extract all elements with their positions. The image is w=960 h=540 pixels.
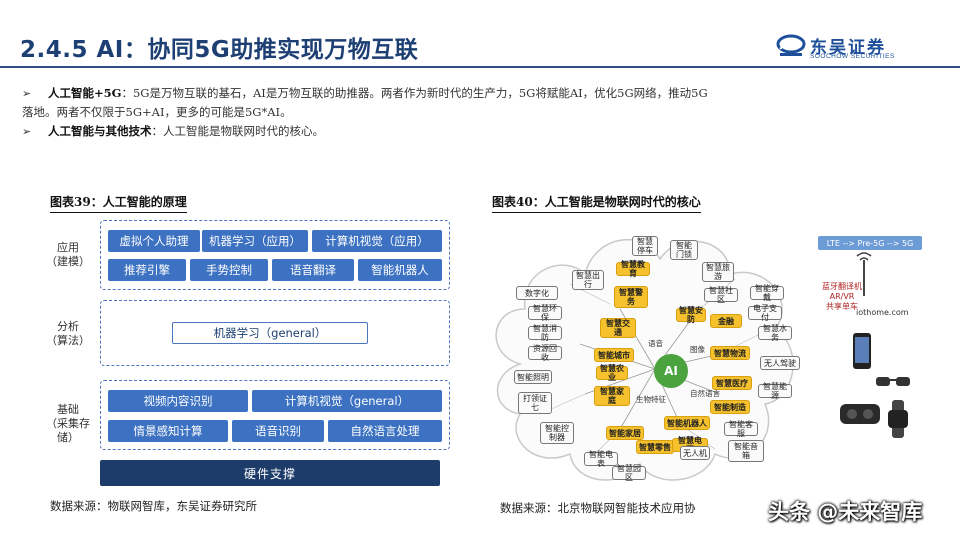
arrow-bullet-icon: ➢ [22, 87, 32, 100]
yellow-node: 智能家居 [606, 426, 644, 440]
logo-subtitle: SOOCHOW SECURITIES [810, 53, 895, 60]
gray-node: 智慧社区 [704, 286, 738, 304]
algo-layer-box [100, 300, 450, 366]
app-item: 计算机视觉（应用） [312, 230, 442, 252]
spoke-label: 图像 [690, 345, 705, 354]
smartwatch-icon [888, 400, 908, 438]
gray-node: 数字化 [516, 286, 558, 300]
iot-site-label: iothome.com [856, 308, 909, 317]
yellow-node: 智慧家庭 [594, 386, 630, 406]
yellow-node: 智慧农业 [596, 364, 628, 382]
watermark: 头条 @未来智库 [768, 500, 923, 524]
arrow-bullet-icon: ➢ [22, 125, 32, 138]
bullet-item: ➢ 人工智能与其他技术：人工智能是物联网时代的核心。 [22, 122, 942, 141]
company-logo: 东吴证券 SOOCHOW SECURITIES [776, 33, 916, 61]
yellow-node: 智慧教育 [616, 260, 650, 278]
yellow-node: 智能制造 [710, 400, 750, 414]
signal-tower-icon [856, 252, 872, 296]
gray-node: 智慧出行 [572, 270, 604, 290]
hardware-bar: 硬件支撑 [100, 460, 440, 486]
gray-node: 智能穿戴 [750, 284, 784, 302]
figure40-source: 数据来源：北京物联网智能技术应用协 [500, 501, 696, 515]
logo-text: 东吴证券 [810, 38, 886, 58]
layer-label-app: 应用（建模） [46, 241, 90, 268]
figure39-title: 图表39：人工智能的原理 [50, 193, 187, 213]
figure40-title: 图表40：人工智能是物联网时代的核心 [492, 193, 701, 213]
yellow-node: 智慧交通 [600, 318, 636, 338]
gray-node: 智能照明 [514, 370, 552, 384]
yellow-node: 智慧警务 [614, 286, 648, 308]
gray-node: 智慧环保 [528, 304, 562, 322]
bullet-continuation: 落地。两者不仅限于5G+AI，更多的可能是5G*AI。 [22, 105, 292, 119]
spoke-label: 自然语言 [690, 389, 720, 398]
app-item: 虚拟个人助理 [108, 230, 200, 252]
gray-node: 资源回收 [528, 344, 562, 362]
yellow-node: 智慧零售 [636, 440, 674, 454]
network-evolution-bar: LTE --> Pre-5G --> 5G [818, 236, 922, 250]
base-layer-box [100, 380, 450, 450]
app-layer-box [100, 220, 450, 290]
vr-headset-icon [840, 404, 880, 424]
bullet-item: ➢ 人工智能+5G：5G是万物互联的基石，AI是万物互联的助推器。两者作为新时代… [22, 84, 942, 103]
smartphone-icon [853, 333, 871, 369]
bullet-heading: 人工智能与其他技术 [48, 124, 152, 138]
figure39-source: 数据来源：物联网智库，东吴证券研究所 [50, 499, 257, 513]
gray-node: 智能门锁 [670, 240, 698, 260]
smart-glasses-icon [876, 377, 910, 386]
spoke-label: 语音 [648, 339, 663, 348]
gray-node: 智能电表 [584, 450, 618, 468]
base-item: 自然语言处理 [328, 420, 442, 442]
app-item: 手势控制 [190, 259, 268, 281]
yellow-node: 智慧物流 [710, 346, 750, 360]
base-item: 语音识别 [232, 420, 324, 442]
app-item: 智能机器人 [358, 259, 442, 281]
yellow-node: 智能机器人 [664, 416, 710, 430]
gray-node: 智慧水务 [758, 324, 792, 342]
page-title: 2.4.5 AI：协同5G助推实现万物互联 [20, 37, 419, 63]
yellow-node: 金融 [710, 314, 742, 328]
layer-label-base: 基础（采集存储） [46, 403, 90, 444]
gray-node: 智能音箱 [728, 440, 764, 462]
ai-center-node: AI [654, 354, 688, 388]
bullet-heading: 人工智能+5G [48, 86, 122, 100]
algo-item: 机器学习（general） [172, 322, 368, 344]
gray-node: 打领证七 [518, 392, 552, 414]
base-item: 情景感知计算 [108, 420, 228, 442]
gray-node: 智慧消防 [528, 324, 562, 342]
bullet-text: ：5G是万物互联的基石，AI是万物互联的助推器。两者作为新时代的生产力，5G将赋… [121, 86, 708, 100]
gray-node: 智慧园区 [612, 464, 646, 482]
gray-node: 智慧能源 [758, 382, 792, 400]
gray-node: 无人驾驶 [760, 356, 800, 370]
app-item: 语音翻译 [272, 259, 354, 281]
yellow-node: 智慧安防 [676, 306, 706, 324]
yellow-node: 智能城市 [594, 348, 634, 362]
app-item: 机器学习（应用） [202, 230, 308, 252]
bullet-text: ：人工智能是物联网时代的核心。 [151, 124, 325, 138]
app-item: 推荐引擎 [108, 259, 186, 281]
gray-node: 智能控制器 [540, 422, 574, 444]
title-divider [0, 66, 960, 68]
bullet-list: ➢ 人工智能+5G：5G是万物互联的基石，AI是万物互联的助推器。两者作为新时代… [22, 84, 942, 141]
gray-node: 智慧旅游 [702, 262, 734, 282]
gray-node: 智能客服 [724, 420, 758, 438]
gray-node: 智慧停车 [632, 236, 658, 256]
layer-label-algo: 分析（算法） [46, 320, 90, 347]
gray-node: 无人机 [680, 446, 710, 460]
base-item: 计算机视觉（general） [252, 390, 442, 412]
logo-mark-icon [776, 34, 806, 56]
gray-node: 电子支付 [748, 304, 782, 322]
spoke-label: 生物特征 [636, 395, 666, 404]
base-item: 视频内容识别 [108, 390, 248, 412]
yellow-node: 智慧医疗 [712, 376, 752, 390]
